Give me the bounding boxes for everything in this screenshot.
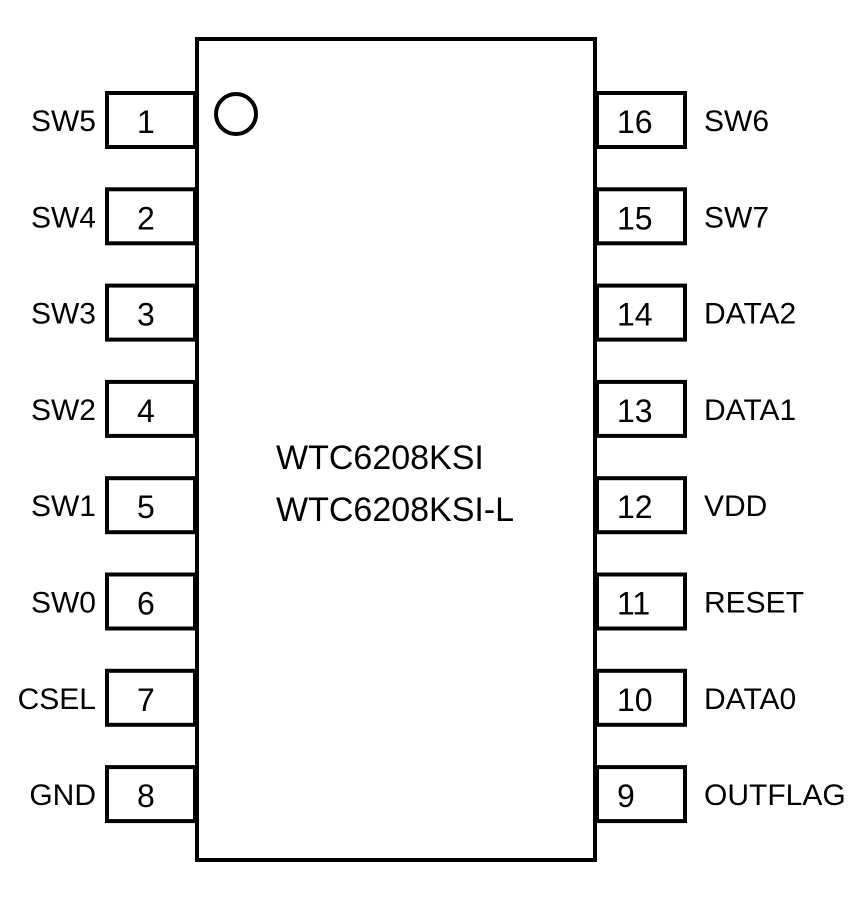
- pin-number: 9: [617, 778, 635, 814]
- pin-name: SW6: [704, 105, 769, 138]
- pin-number: 2: [137, 200, 155, 236]
- pin-box: [595, 91, 687, 149]
- pin-name: SW2: [31, 394, 96, 427]
- pin-number: 10: [617, 682, 653, 718]
- chip-body: [195, 37, 597, 862]
- pin-name: RESET: [704, 587, 804, 620]
- right-pin-5: 12 VDD: [595, 476, 767, 535]
- pin-name: SW4: [31, 201, 96, 234]
- left-pin-2: 2 SW4: [31, 187, 197, 246]
- pin-name: SW7: [704, 201, 769, 234]
- pin-number: 1: [137, 104, 155, 140]
- right-pin-3: 14 DATA2: [595, 283, 796, 342]
- pin-box: [595, 187, 687, 246]
- left-pin-7: 7 CSEL: [18, 668, 197, 727]
- right-pin-6: 11 RESET: [595, 572, 804, 631]
- pin-box: [105, 476, 197, 535]
- pin-name: OUTFLAG: [704, 779, 846, 812]
- left-pin-3: 3 SW3: [31, 283, 197, 342]
- pin-name: DATA2: [704, 298, 796, 331]
- pin-number: 16: [617, 104, 653, 140]
- right-pin-1: 16 SW6: [595, 91, 769, 149]
- pin-name: VDD: [704, 490, 767, 523]
- pin-name: GND: [29, 779, 96, 812]
- pins-layer: 1 SW5 2 SW4 3 SW3 4 SW2 5 SW1 6 SW0 7 CSEL 8 GND 16 SW6 15…: [18, 91, 846, 824]
- pin-box: [595, 476, 687, 535]
- pin-number: 15: [617, 200, 653, 236]
- left-pin-8: 8 GND: [29, 765, 197, 824]
- left-pin-5: 5 SW1: [31, 476, 197, 535]
- pin-number: 7: [137, 682, 155, 718]
- pin-number: 6: [137, 586, 155, 622]
- right-pin-7: 10 DATA0: [595, 668, 796, 727]
- pin-number: 5: [137, 489, 155, 525]
- pin-name: DATA1: [704, 394, 796, 427]
- pin-name: CSEL: [18, 683, 96, 716]
- right-pin-2: 15 SW7: [595, 187, 769, 246]
- pin-number: 14: [617, 297, 653, 333]
- pin-number: 4: [137, 393, 155, 429]
- left-pin-4: 4 SW2: [31, 379, 197, 438]
- pin-number: 13: [617, 393, 653, 429]
- right-pin-4: 13 DATA1: [595, 379, 796, 438]
- part-number-primary: WTC6208KSI: [276, 439, 484, 477]
- pin-name: SW5: [31, 105, 96, 138]
- pin-number: 3: [137, 297, 155, 333]
- pin-number: 12: [617, 489, 653, 525]
- pin-number: 8: [137, 778, 155, 814]
- pin-name: DATA0: [704, 683, 796, 716]
- pin-box: [595, 283, 687, 342]
- left-pin-6: 6 SW0: [31, 572, 197, 631]
- pin1-indicator-circle: [214, 92, 258, 136]
- pin-box: [105, 91, 197, 149]
- pin-name: SW1: [31, 490, 96, 523]
- right-pin-8: 9 OUTFLAG: [595, 765, 846, 824]
- left-pin-1: 1 SW5: [31, 91, 197, 149]
- part-number-secondary: WTC6208KSI-L: [276, 491, 514, 529]
- pin-number: 11: [617, 586, 650, 622]
- pin-box: [105, 572, 197, 631]
- pin-name: SW0: [31, 587, 96, 620]
- pin-box: [105, 765, 197, 824]
- pin-box: [595, 765, 687, 824]
- pin-name: SW3: [31, 298, 96, 331]
